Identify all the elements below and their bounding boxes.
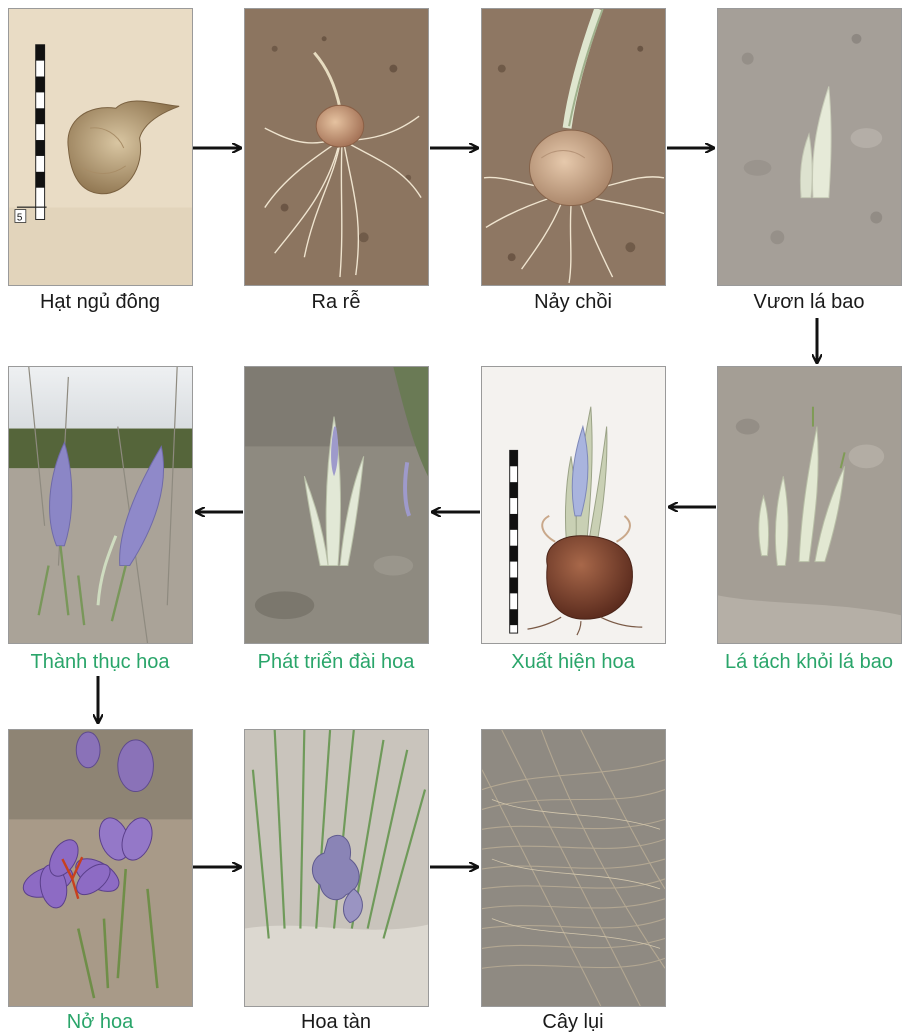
label-sprouting: Nảy chồi bbox=[458, 290, 688, 314]
photo-dormant-corm: 5 bbox=[8, 8, 193, 286]
label-dieback: Cây lụi bbox=[458, 1010, 688, 1034]
label-flower-appear: Xuất hiện hoa bbox=[458, 650, 688, 674]
label-dormant: Hạt ngủ đông bbox=[0, 290, 215, 314]
photo-sheath-emerging bbox=[717, 8, 902, 286]
label-bloom: Nở hoa bbox=[0, 1010, 215, 1034]
label-sheath: Vươn lá bao bbox=[694, 290, 902, 314]
photo-wilting bbox=[244, 729, 429, 1007]
photo-leaf-split bbox=[717, 366, 902, 644]
photo-sprouting bbox=[481, 8, 666, 286]
label-wilting: Hoa tàn bbox=[221, 1010, 451, 1034]
label-flower-mature: Thành thục hoa bbox=[0, 650, 215, 674]
label-leaf-split: Lá tách khỏi lá bao bbox=[694, 650, 902, 674]
photo-rooting bbox=[244, 8, 429, 286]
photo-dieback bbox=[481, 729, 666, 1007]
scale-mark-text: 5 bbox=[17, 212, 23, 223]
label-rooting: Ra rễ bbox=[221, 290, 451, 314]
photo-flower-appearing bbox=[481, 366, 666, 644]
photo-calyx-development bbox=[244, 366, 429, 644]
photo-bloom bbox=[8, 729, 193, 1007]
photo-flower-mature bbox=[8, 366, 193, 644]
label-calyx: Phát triển đài hoa bbox=[221, 650, 451, 674]
